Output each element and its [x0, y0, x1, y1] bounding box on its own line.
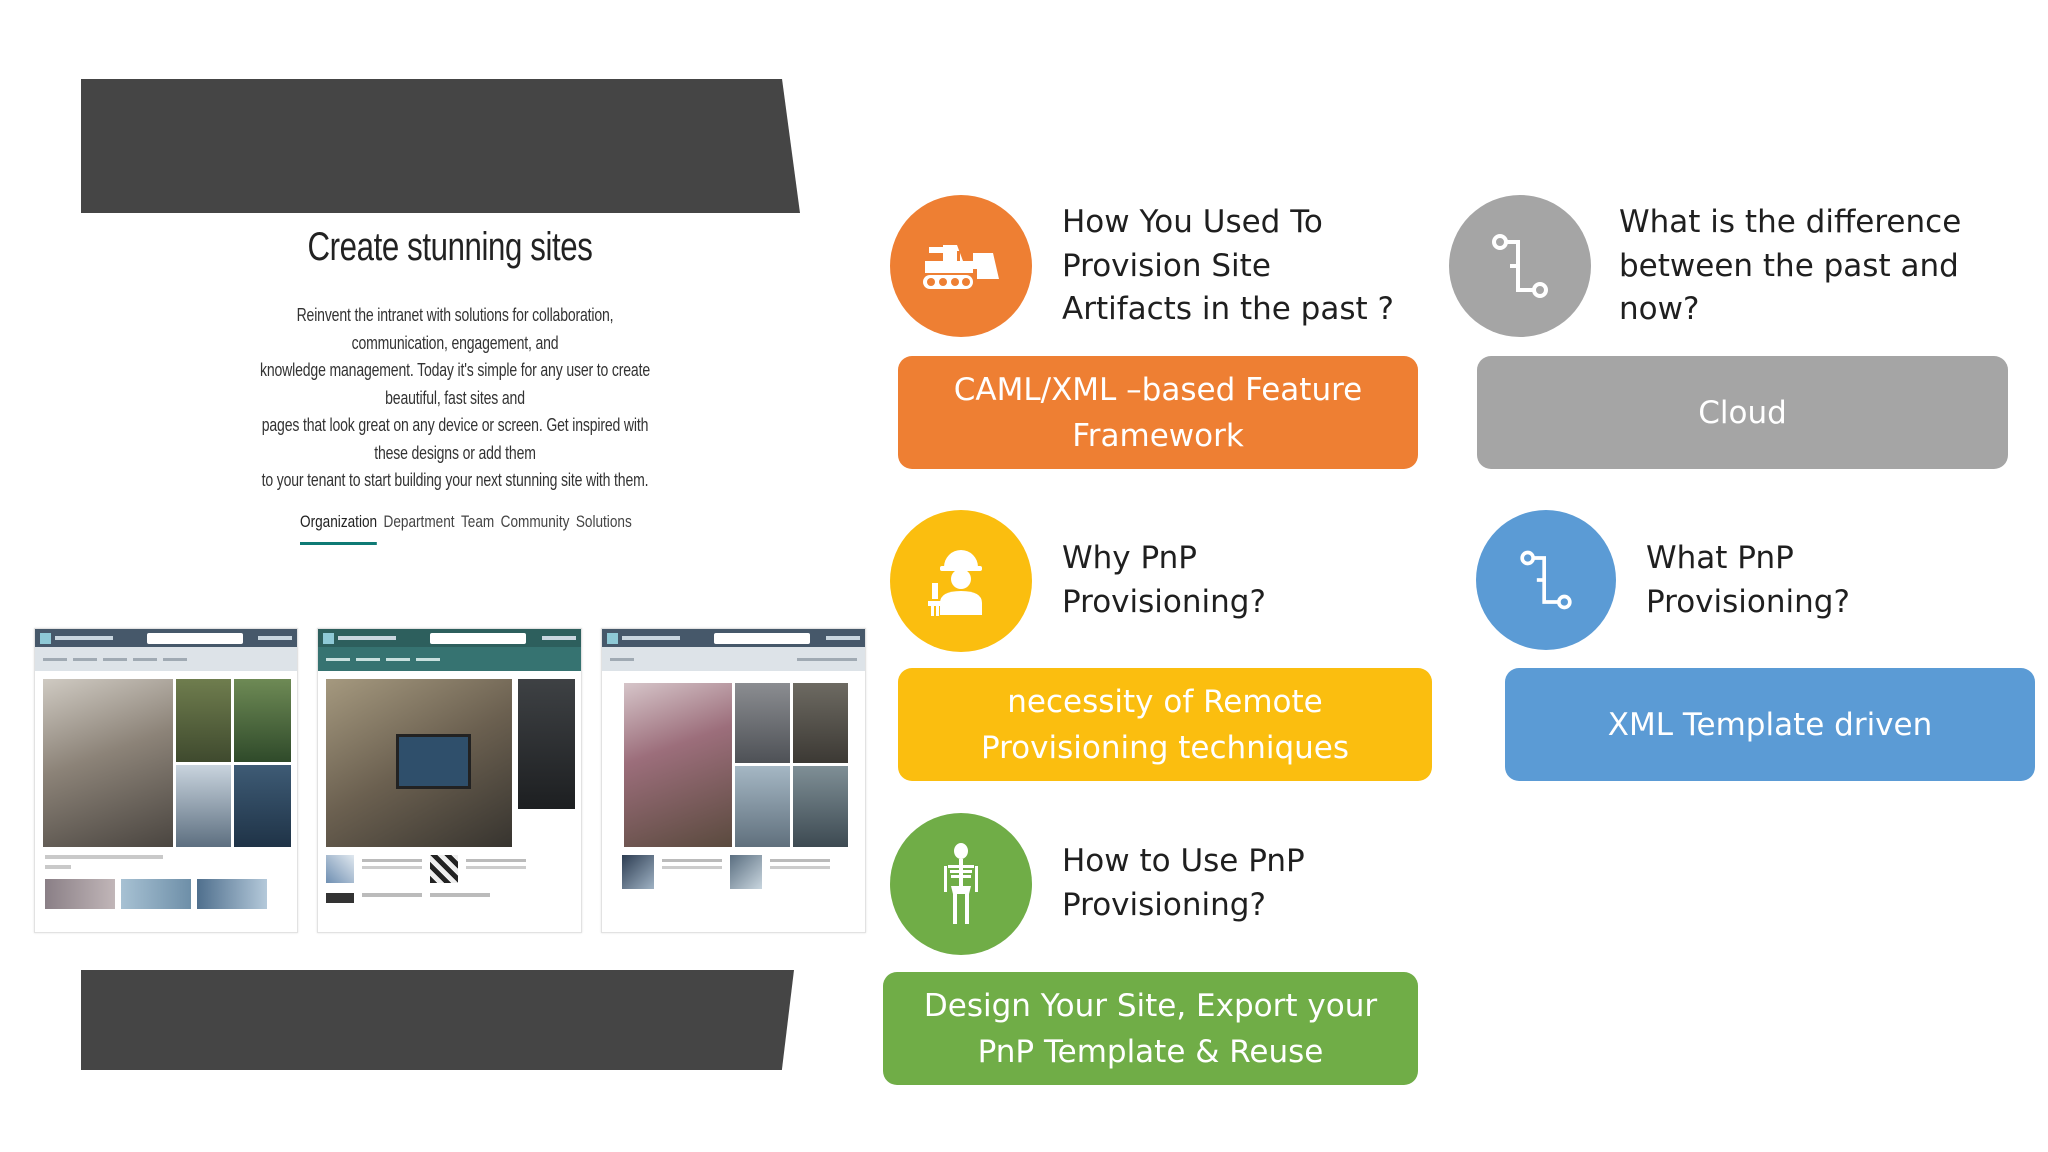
- answer-line: Provisioning techniques: [980, 729, 1350, 766]
- answer-how-pill: Design Your Site, Export your PnP Templa…: [883, 972, 1418, 1085]
- tab-solutions[interactable]: Solutions: [575, 512, 632, 531]
- topic-line: How You Used To: [1062, 204, 1323, 240]
- answer-why-pill: necessity of Remote Provisioning techniq…: [898, 668, 1432, 781]
- thumbnail-navigation: [318, 647, 581, 671]
- topic-difference-question: What is the difference between the past …: [1619, 201, 1961, 332]
- tab-department[interactable]: Department: [383, 512, 455, 531]
- thumbnail-hero-image: [326, 679, 575, 847]
- topic-line: How to Use PnP: [1062, 843, 1305, 879]
- answer-past-pill: CAML/XML –based Feature Framework: [898, 356, 1418, 469]
- topic-line: Artifacts in the past ?: [1062, 291, 1394, 327]
- hero-description-line: Reinvent the intranet with solutions for…: [296, 305, 614, 353]
- thumbnail-navigation: [35, 647, 297, 671]
- site-thumbnail[interactable]: [34, 628, 298, 933]
- hero-description-line: pages that look great on any device or s…: [261, 415, 649, 463]
- answer-line: XML Template driven: [1607, 706, 1933, 743]
- tab-team[interactable]: Team: [460, 512, 495, 531]
- thumbnail-suite-bar: [318, 629, 581, 647]
- topic-line: Provision Site: [1062, 247, 1271, 284]
- hero-description-line: knowledge management. Today it's simple …: [260, 360, 650, 408]
- flow-connector-icon: [1476, 510, 1616, 650]
- answer-line: Cloud: [1698, 394, 1787, 431]
- topic-why-question: Why PnP Provisioning?: [1062, 537, 1266, 624]
- answer-line: PnP Template & Reuse: [977, 1033, 1324, 1070]
- bottom-banner: [81, 970, 794, 1070]
- topic-line: between the past and: [1619, 247, 1959, 284]
- thumbnail-hero-image: [610, 679, 857, 847]
- topic-line: now?: [1619, 291, 1700, 327]
- thumbnail-suite-bar: [35, 629, 297, 647]
- topic-line: Provisioning?: [1062, 886, 1266, 923]
- construction-worker-icon: [890, 510, 1032, 652]
- site-thumbnail[interactable]: [317, 628, 582, 933]
- topic-line: Provisioning?: [1062, 583, 1266, 620]
- top-banner: [81, 79, 800, 213]
- bulldozer-icon: [890, 195, 1032, 337]
- skeleton-icon: [890, 813, 1032, 955]
- tab-community[interactable]: Community: [500, 512, 570, 531]
- hero-title: Create stunning sites: [307, 225, 593, 269]
- answer-line: Design Your Site, Export your: [923, 987, 1378, 1024]
- category-tabs: Organization Department Team Community S…: [300, 512, 632, 545]
- answer-line: Framework: [1072, 417, 1244, 454]
- tab-organization[interactable]: Organization: [300, 512, 378, 545]
- site-thumbnail[interactable]: [601, 628, 866, 933]
- answer-line: CAML/XML –based Feature: [953, 371, 1363, 408]
- thumbnail-navigation: [602, 647, 865, 671]
- thumbnail-suite-bar: [602, 629, 865, 647]
- answer-difference-pill: Cloud: [1477, 356, 2008, 469]
- answer-what-pill: XML Template driven: [1505, 668, 2035, 781]
- hero-description: Reinvent the intranet with solutions for…: [252, 302, 658, 495]
- flow-connector-icon: [1449, 195, 1591, 337]
- hero-description-line: to your tenant to start building your ne…: [261, 470, 649, 490]
- topic-line: What PnP: [1646, 540, 1794, 576]
- topic-how-question: How to Use PnP Provisioning?: [1062, 840, 1305, 927]
- topic-line: What is the difference: [1619, 204, 1962, 240]
- topic-past-question: How You Used To Provision Site Artifacts…: [1062, 201, 1394, 332]
- topic-line: Why PnP: [1062, 540, 1197, 576]
- thumbnail-hero-image: [43, 679, 291, 847]
- topic-line: Provisioning?: [1646, 583, 1850, 620]
- topic-what-question: What PnP Provisioning?: [1646, 537, 1850, 624]
- answer-line: necessity of Remote: [1007, 683, 1323, 720]
